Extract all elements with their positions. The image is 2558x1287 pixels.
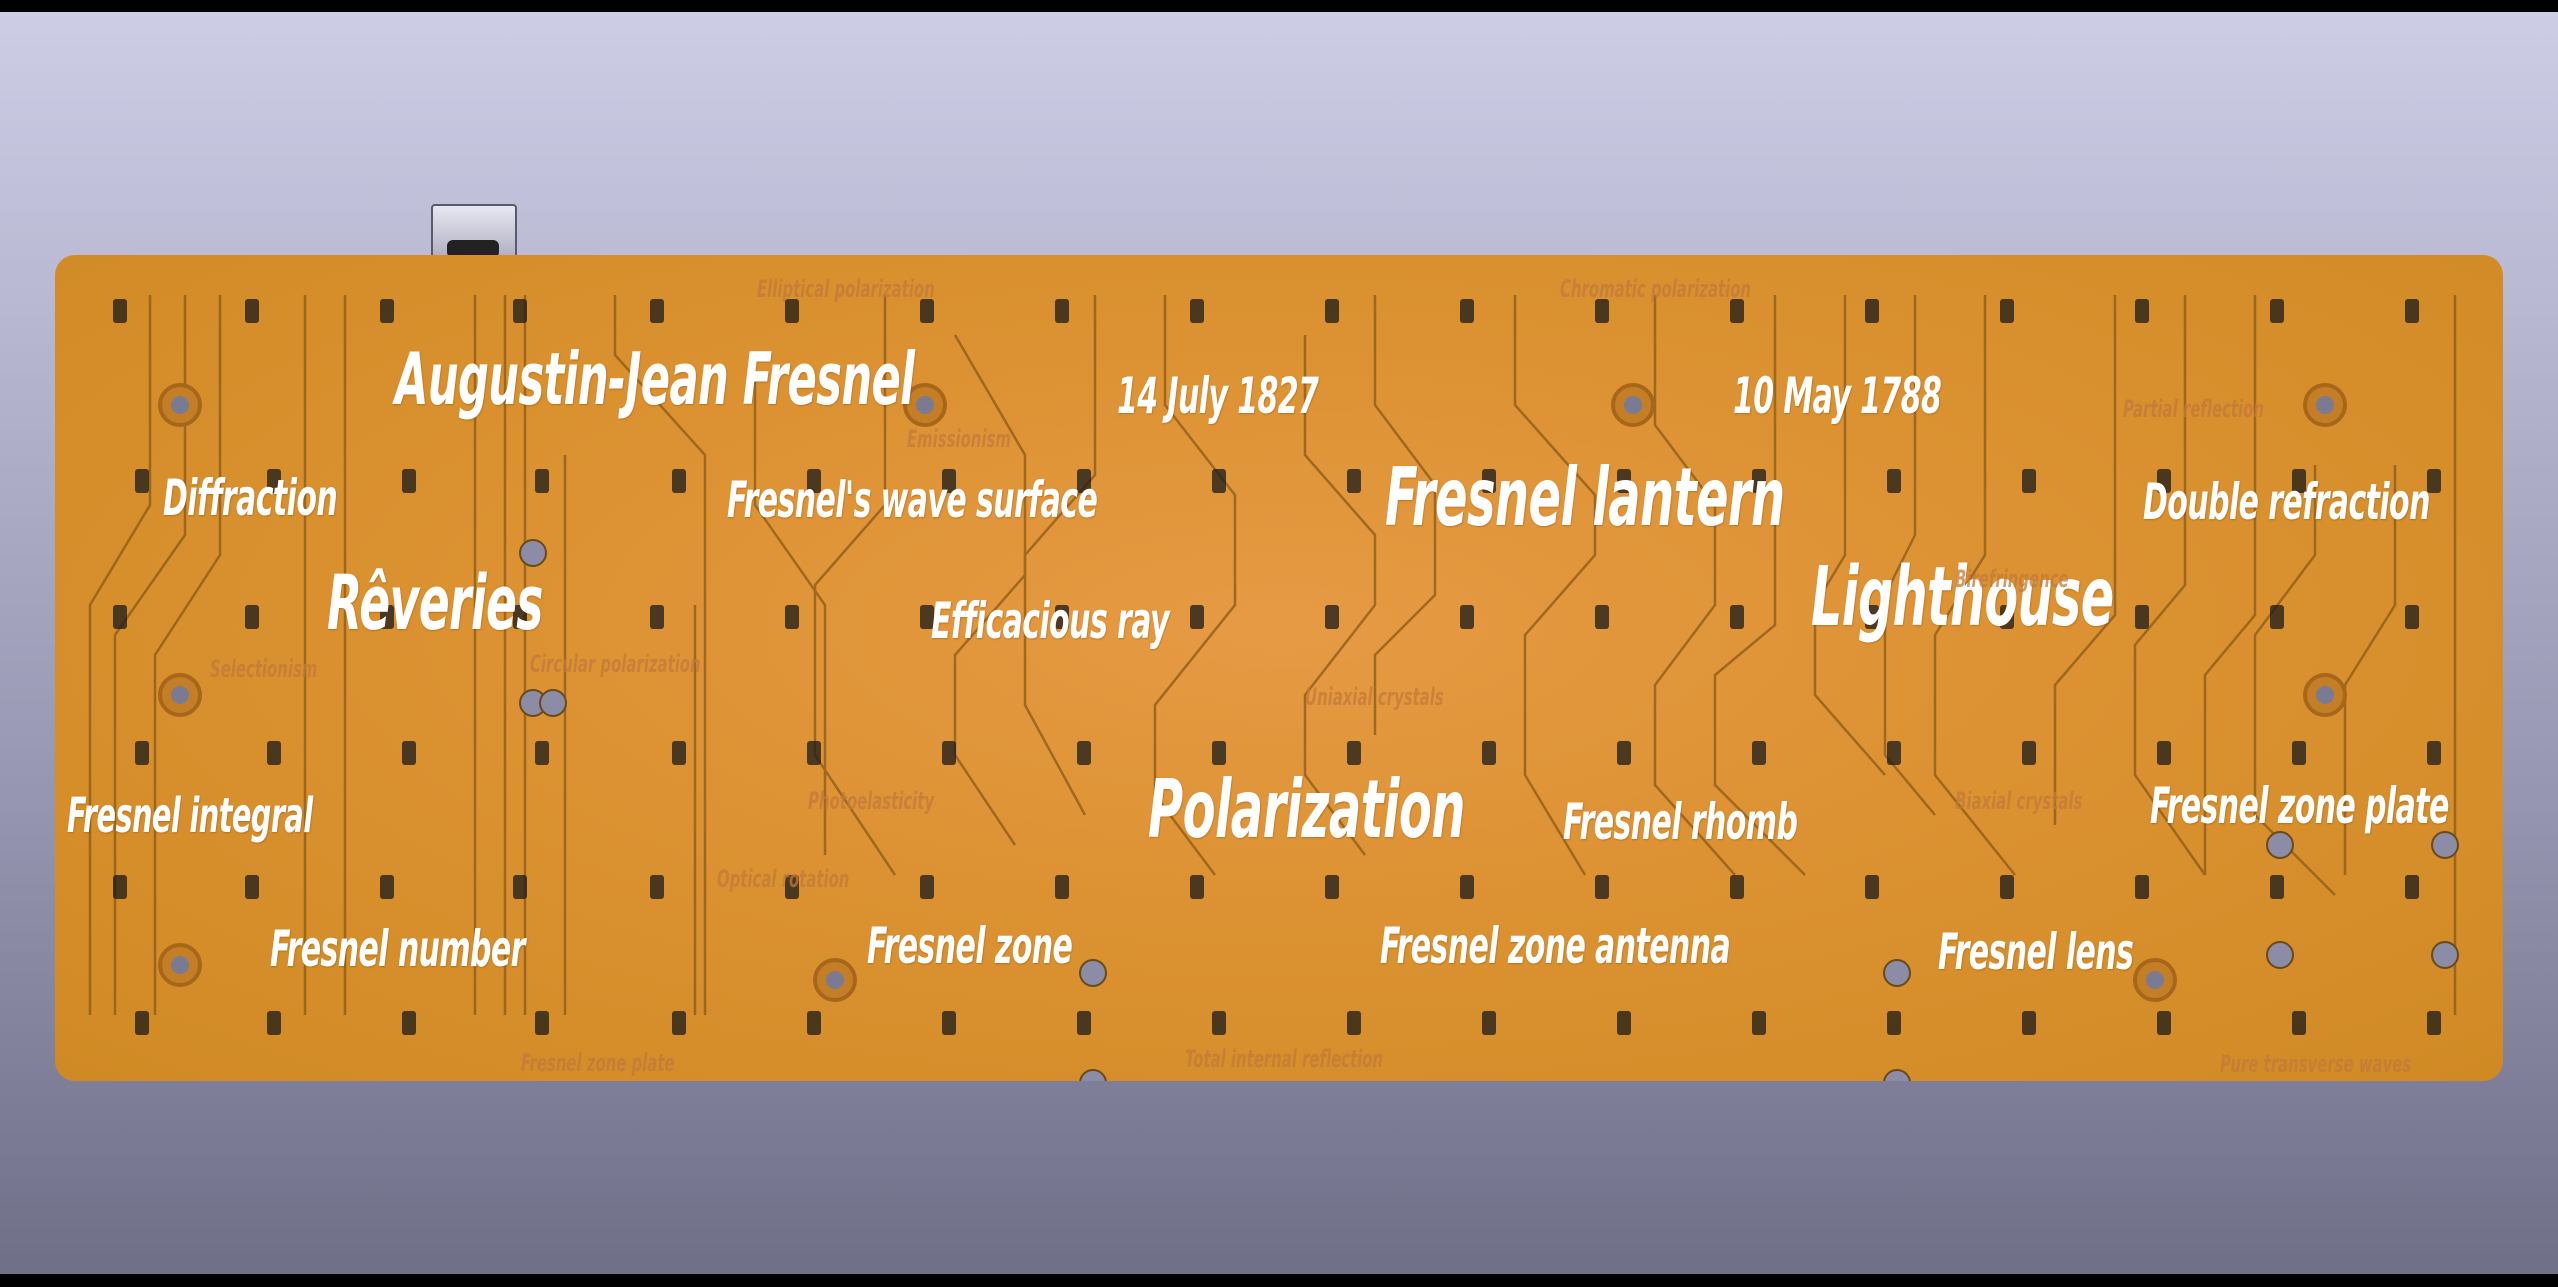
label-death-date: 14 July 1827: [1117, 367, 1319, 425]
faint-chromatic-polarization: Chromatic polarization: [1560, 275, 1752, 303]
faint-partial-reflection: Partial reflection: [2123, 395, 2264, 423]
label-fresnel-rhomb: Fresnel rhomb: [1563, 793, 1798, 851]
faint-elliptical-polarization: Elliptical polarization: [757, 275, 935, 303]
label-zone-antenna: Fresnel zone antenna: [1380, 917, 1731, 975]
faint-fresnel-zone-plate: Fresnel zone plate: [521, 1049, 675, 1077]
label-fresnel-lens: Fresnel lens: [1938, 923, 2134, 981]
faint-emissionism: Emissionism: [907, 425, 1011, 453]
pcb-traces-and-holes: [88, 295, 2459, 1081]
faint-photoelasticity: Photoelasticity: [808, 787, 935, 815]
label-fresnel-number: Fresnel number: [270, 920, 525, 978]
label-fresnel-name: Augustin-Jean Fresnel: [395, 337, 915, 421]
label-wave-surface: Fresnel's wave surface: [727, 471, 1098, 529]
faint-pure-transverse-waves: Pure transverse waves: [2220, 1050, 2412, 1078]
label-birth-date: 10 May 1788: [1733, 367, 1942, 425]
label-fresnel-zone: Fresnel zone: [867, 917, 1073, 975]
pcb-board: Augustin-Jean Fresnel 14 July 1827 10 Ma…: [55, 255, 2503, 1081]
label-reveries: Rêveries: [327, 558, 543, 647]
label-polarization: Polarization: [1148, 763, 1465, 856]
3d-viewer-canvas[interactable]: Augustin-Jean Fresnel 14 July 1827 10 Ma…: [0, 12, 2558, 1274]
faint-selectionism: Selectionism: [210, 655, 318, 683]
label-fresnel-zone-plate: Fresnel zone plate: [2150, 777, 2449, 835]
label-lighthouse: Lighthouse: [1811, 550, 2114, 645]
label-lantern: Fresnel lantern: [1385, 451, 1785, 544]
faint-optical-rotation: Optical rotation: [717, 865, 850, 893]
faint-total-internal-reflection: Total internal reflection: [1185, 1045, 1384, 1073]
label-efficacious-ray: Efficacious ray: [931, 592, 1170, 650]
faint-circular-polarization: Circular polarization: [530, 650, 701, 678]
faint-birefringence: Birefringence: [1955, 565, 2069, 593]
label-diffraction: Diffraction: [163, 469, 338, 527]
label-fresnel-integral: Fresnel integral: [67, 788, 313, 844]
faint-uniaxial-crystals: Uniaxial crystals: [1305, 683, 1444, 711]
faint-biaxial-crystals: Biaxial crystals: [1955, 787, 2083, 815]
label-double-refraction: Double refraction: [2143, 473, 2430, 531]
